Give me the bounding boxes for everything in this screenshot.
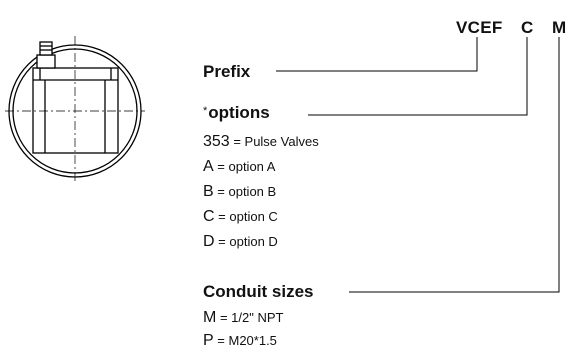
centerlines	[5, 36, 145, 183]
options-heading: *options	[203, 103, 270, 123]
option-item: B = option B	[203, 184, 276, 200]
options-leader	[308, 37, 528, 116]
option-item: A = option A	[203, 159, 275, 175]
code-conduit: M	[552, 18, 567, 37]
asterisk-marker: *	[203, 105, 208, 117]
conduit-leader	[349, 37, 560, 293]
option-description: = option B	[213, 184, 277, 199]
prefix-leader	[276, 37, 478, 72]
option-code: B	[203, 183, 214, 200]
option-description: = option A	[213, 159, 276, 174]
conduit-description: = M20*1.5	[213, 333, 277, 348]
option-description: = option C	[214, 209, 278, 224]
option-code: A	[203, 158, 214, 175]
conduit-code: M	[203, 309, 217, 326]
options-title: options	[208, 103, 270, 122]
option-code: C	[203, 208, 215, 225]
option-item: 353 = Pulse Valves	[203, 134, 319, 150]
prefix-title: Prefix	[203, 62, 251, 81]
conduit-title: Conduit sizes	[203, 282, 314, 301]
code-option: C	[521, 18, 534, 37]
conduit-code: P	[203, 332, 214, 349]
code-prefix: VCEF	[456, 18, 503, 37]
option-item: D = option D	[203, 234, 278, 250]
option-code: D	[203, 233, 215, 250]
conduit-heading: Conduit sizes	[203, 282, 314, 302]
prefix-heading: Prefix	[203, 62, 250, 82]
conduit-item: M = 1/2" NPT	[203, 310, 283, 326]
leader-lines	[276, 37, 560, 293]
option-description: = option D	[214, 234, 278, 249]
option-code: 353	[203, 133, 230, 150]
option-item: C = option C	[203, 209, 278, 225]
conduit-item: P = M20*1.5	[203, 333, 277, 349]
valve-drawing	[8, 41, 142, 178]
option-description: = Pulse Valves	[229, 134, 319, 149]
conduit-description: = 1/2" NPT	[216, 310, 284, 325]
